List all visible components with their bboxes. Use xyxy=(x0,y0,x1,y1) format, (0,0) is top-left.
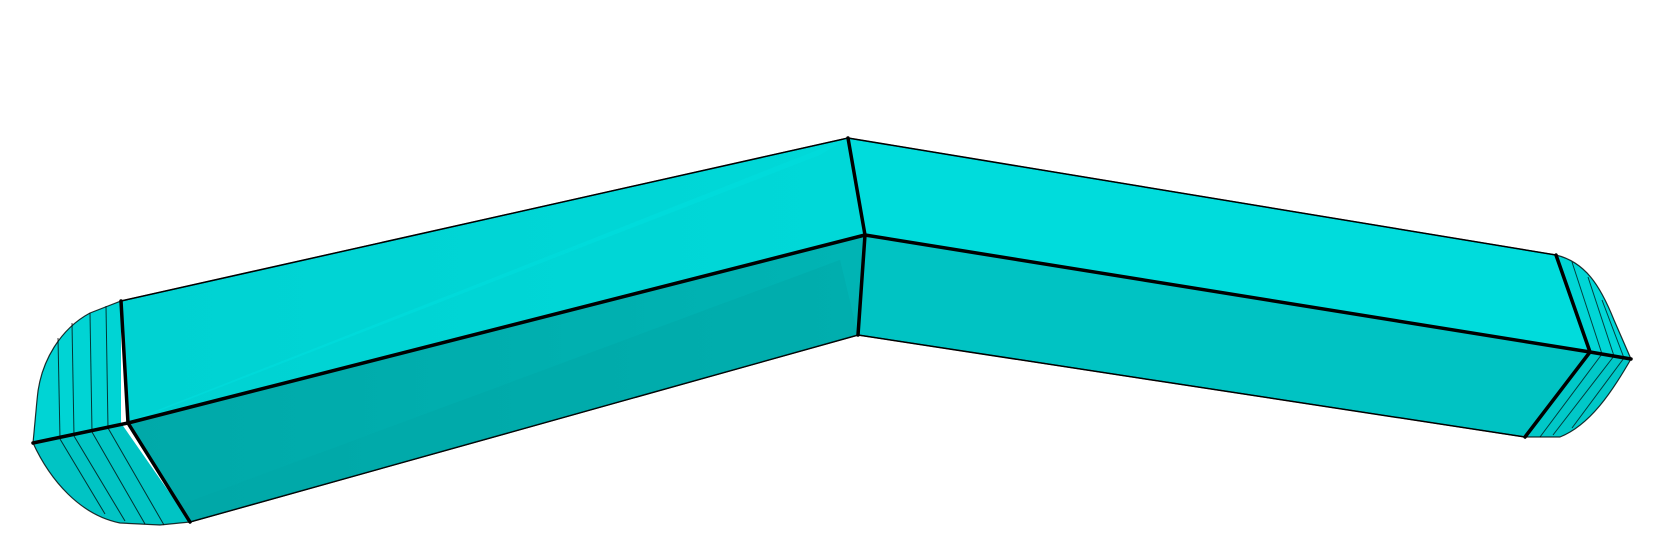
right-segment-front-top-edge xyxy=(863,233,1592,354)
right-cap-seam-lower xyxy=(1523,350,1592,439)
right-cap-edge xyxy=(1588,350,1633,361)
left-cap-seam-diagonal xyxy=(126,421,192,524)
left-segment-front-top-edge xyxy=(126,233,867,425)
left-end-cap-top xyxy=(33,301,121,443)
feature-edges xyxy=(31,136,1633,524)
bend-seam-upper xyxy=(846,136,867,237)
right-end-cap-top xyxy=(1556,255,1631,359)
left-segment-highlight xyxy=(128,138,848,423)
right-end-cap-facet-lines xyxy=(1539,261,1625,438)
right-end-cap-side xyxy=(1525,352,1631,437)
bend-seam-lower xyxy=(856,233,867,337)
left-cap-seam-vertical xyxy=(119,299,130,425)
left-end-cap-facet-lines xyxy=(57,305,165,526)
silhouette-outline xyxy=(32,137,1632,526)
left-segment-side-shade xyxy=(180,260,858,522)
right-cap-seam-upper xyxy=(1554,253,1592,354)
left-end-cap-side xyxy=(33,423,190,525)
left-cap-bottom-edge xyxy=(31,421,130,445)
